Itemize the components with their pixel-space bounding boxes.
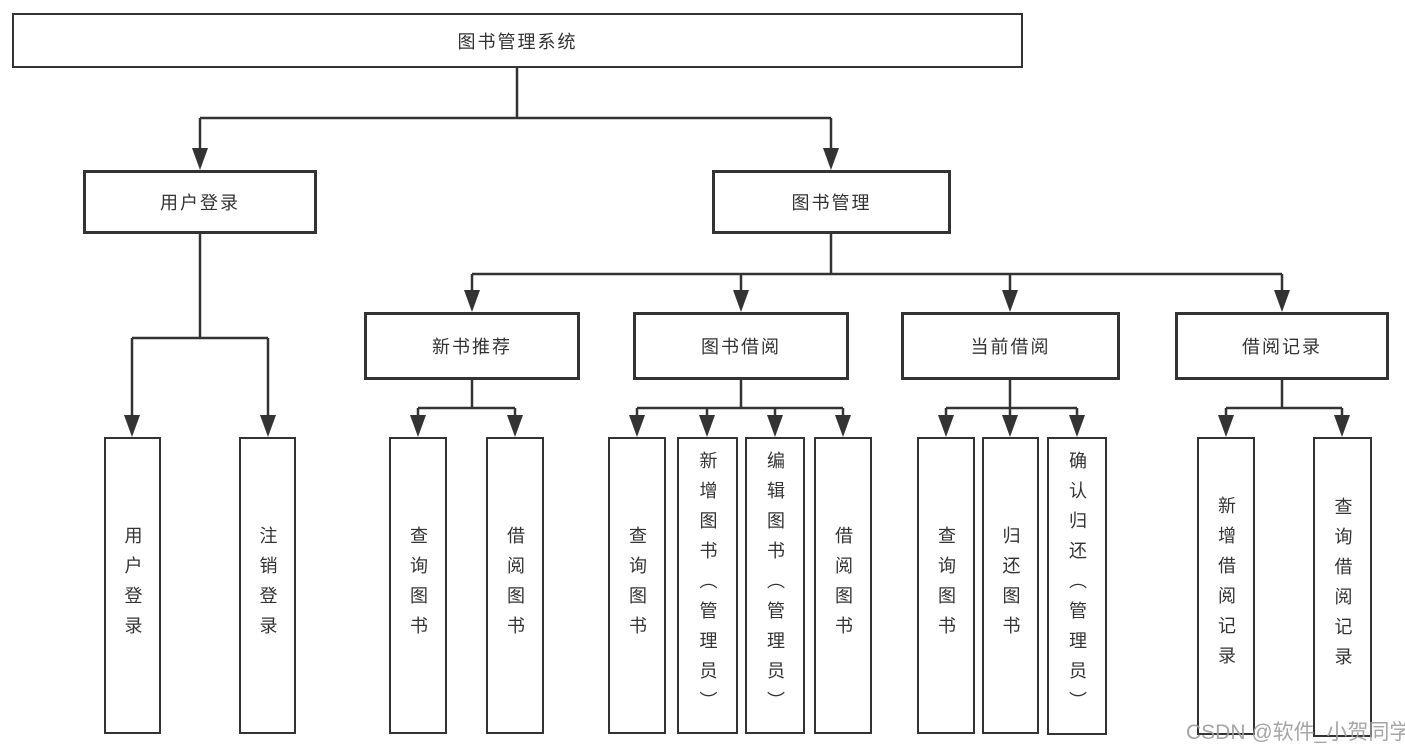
arrow-down-icon [1069, 415, 1085, 437]
connector-book-borrow-children [635, 380, 845, 418]
connector-root-to-branches [198, 68, 833, 150]
node-label: 查询图书 [408, 525, 428, 646]
node-label: 图书借阅 [701, 337, 781, 357]
connector-book-management-children [470, 234, 1284, 293]
arrow-down-icon [507, 415, 523, 437]
node-label: 用户登录 [122, 525, 143, 646]
arrow-down-icon [464, 290, 480, 312]
csdn-watermark: CSDN @软件_小贺同学 [1186, 721, 1405, 744]
node-label: 归还图书 [1000, 525, 1021, 646]
arrow-down-icon [1002, 415, 1018, 437]
node-label: 图书管理 [791, 193, 872, 213]
leaf-user-login: 用户登录 [104, 437, 161, 734]
arrow-down-icon [835, 415, 851, 437]
arrow-down-icon [733, 290, 749, 312]
connector-new-book-recommend-children [416, 380, 517, 418]
arrow-down-icon [629, 415, 645, 437]
node-new-book-recommend: 新书推荐 [364, 312, 580, 380]
node-label: 新增借阅记录 [1216, 496, 1236, 676]
node-label: 当前借阅 [970, 337, 1051, 357]
arrow-down-icon [410, 415, 426, 437]
arrow-down-icon [1218, 415, 1234, 437]
leaf-borrow-books-borrow: 借阅图书 [814, 437, 872, 734]
arrow-down-icon [823, 148, 839, 170]
node-label: 确认归还（管理员） [1067, 451, 1087, 721]
arrow-down-icon [938, 415, 954, 437]
connector-borrow-records-children [1224, 380, 1344, 418]
node-label: 借阅图书 [833, 525, 853, 646]
node-label: 借阅图书 [505, 525, 525, 646]
node-label: 编辑图书（管理员） [765, 450, 785, 721]
node-label: 查询图书 [627, 525, 647, 646]
node-label: 用户登录 [160, 193, 240, 213]
node-label: 新书推荐 [432, 337, 512, 357]
node-label: 查询图书 [936, 525, 956, 646]
arrow-down-icon [767, 415, 783, 437]
arrow-down-icon [124, 415, 140, 437]
arrow-down-icon [260, 415, 276, 437]
node-borrow-records: 借阅记录 [1175, 312, 1389, 380]
leaf-query-borrow-record: 查询借阅记录 [1313, 437, 1372, 737]
node-label: 查询借阅记录 [1332, 497, 1353, 677]
node-library-management-system: 图书管理系统 [12, 13, 1023, 68]
arrow-down-icon [699, 415, 715, 437]
arrowhead-icons [124, 148, 1350, 437]
node-label: 图书管理系统 [457, 31, 578, 52]
arrow-down-icon [192, 148, 208, 170]
leaf-query-books-recommend: 查询图书 [389, 437, 447, 734]
leaf-confirm-return-admin: 确认归还（管理员） [1047, 437, 1107, 735]
node-book-borrow: 图书借阅 [633, 312, 849, 380]
leaf-add-books-admin: 新增图书（管理员） [677, 437, 738, 734]
leaf-add-borrow-record: 新增借阅记录 [1197, 437, 1255, 735]
arrow-down-icon [1274, 290, 1290, 312]
node-label: 注销登录 [257, 525, 278, 646]
node-book-management: 图书管理 [712, 170, 951, 234]
node-label: 新增图书（管理员） [697, 450, 718, 721]
node-user-login: 用户登录 [83, 170, 317, 234]
leaf-return-books: 归还图书 [982, 437, 1039, 734]
arrow-down-icon [1002, 290, 1018, 312]
connector-current-borrow-children [944, 380, 1079, 418]
leaf-query-books-current: 查询图书 [917, 437, 975, 734]
leaf-edit-books-admin: 编辑图书（管理员） [745, 437, 805, 734]
connector-user-login-children [130, 234, 270, 417]
leaf-logout-login: 注销登录 [239, 437, 296, 734]
leaf-borrow-books-recommend: 借阅图书 [486, 437, 544, 734]
node-label: 借阅记录 [1242, 337, 1322, 357]
node-current-borrow: 当前借阅 [901, 312, 1120, 380]
arrow-down-icon [1334, 415, 1350, 437]
leaf-query-books-borrow: 查询图书 [608, 437, 666, 734]
